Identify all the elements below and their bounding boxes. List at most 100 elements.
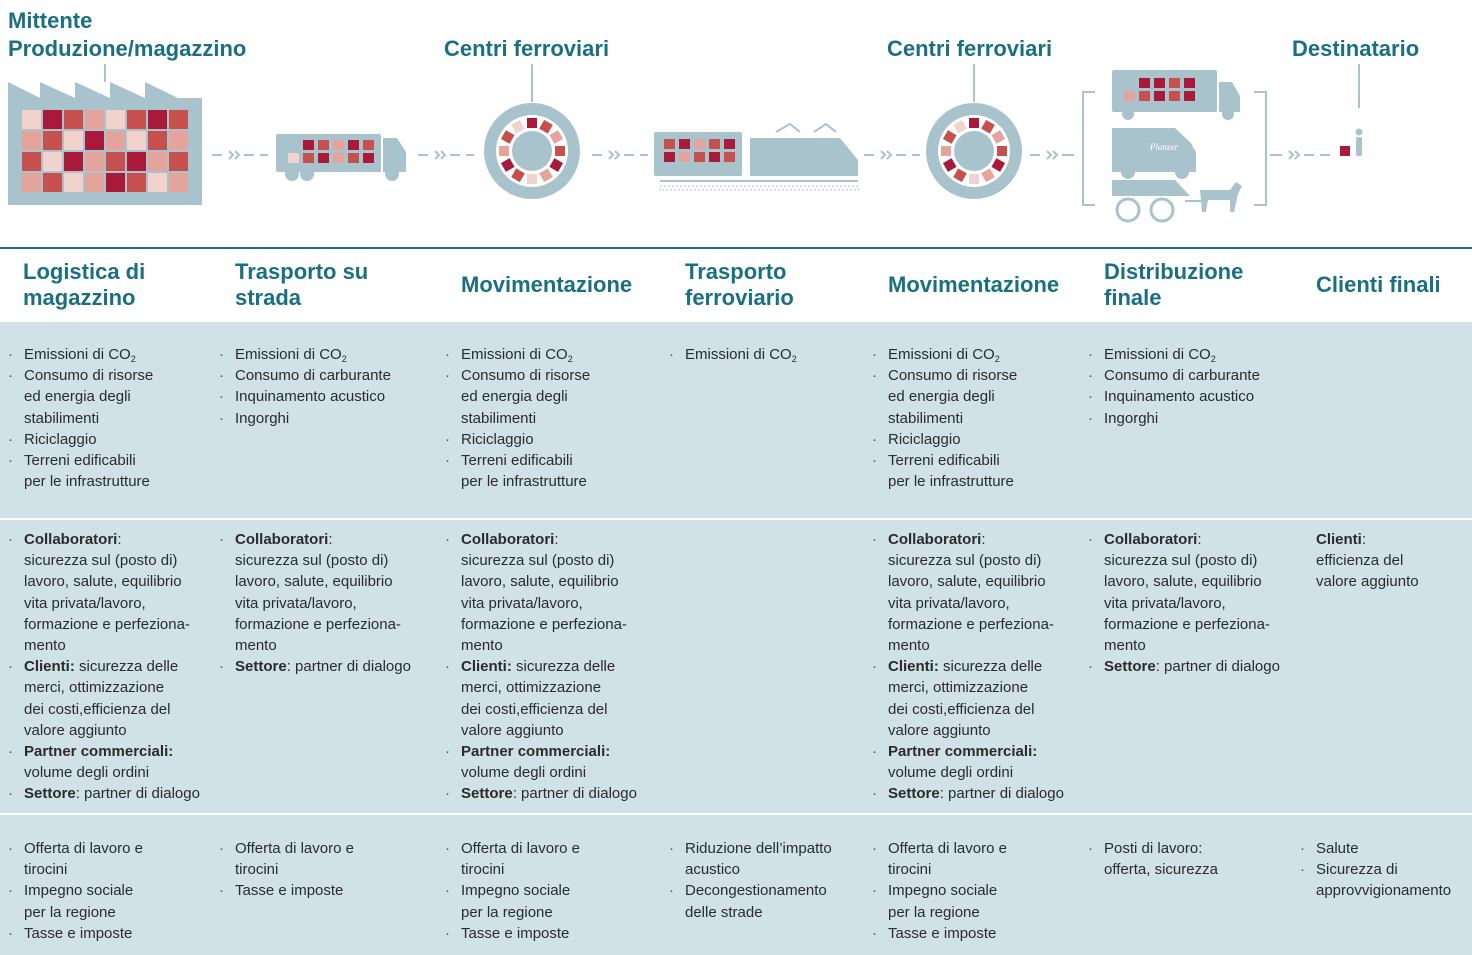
item-text: Offerta di lavoro e bbox=[888, 840, 1007, 857]
cargo-box bbox=[148, 110, 167, 129]
env-col-trasporto-ferroviario: Emissioni di CO2 bbox=[669, 344, 865, 365]
cargo-box bbox=[363, 140, 374, 150]
item-text: Terreni edificabili bbox=[24, 452, 136, 470]
cargo-box bbox=[127, 131, 146, 150]
list-item: Consumo di risorse bbox=[872, 365, 1083, 386]
soc-col-trasporto-ferroviario: Riduzione dell’impattoacusticoDecongesti… bbox=[669, 838, 880, 923]
list-item: Posti di lavoro: bbox=[1088, 838, 1299, 859]
list-item: formazione e perfeziona- bbox=[1104, 614, 1314, 635]
item-text: Impegno sociale bbox=[888, 882, 998, 900]
colon: : bbox=[328, 531, 333, 548]
cargo-box bbox=[527, 118, 537, 128]
item-text: offerta, sicurezza bbox=[1104, 861, 1218, 879]
item-text: Ingorghi bbox=[235, 409, 290, 427]
person-icon bbox=[1355, 128, 1363, 156]
cargo-box bbox=[64, 152, 83, 171]
item-text: formazione e perfeziona- bbox=[1104, 615, 1270, 633]
item-text: valore aggiunto bbox=[24, 721, 127, 739]
item-text: Posti di lavoro: bbox=[1104, 840, 1203, 857]
label-collaboratori: Collaboratori bbox=[24, 531, 118, 548]
co2-subscript: 2 bbox=[1210, 354, 1216, 364]
list-item: lavoro, salute, equilibrio bbox=[1104, 571, 1314, 592]
cargo-box bbox=[679, 139, 690, 149]
cargo-box bbox=[333, 153, 344, 163]
cargo-box bbox=[555, 146, 565, 156]
item-text: vita privata/lavoro, bbox=[235, 594, 357, 612]
env-col-trasporto-strada: Emissioni di CO2Consumo di carburanteInq… bbox=[219, 344, 445, 429]
list-item: stabilimenti bbox=[24, 408, 219, 429]
item-text: per la regione bbox=[888, 903, 980, 921]
item-text: tirocini bbox=[888, 861, 932, 879]
cargo-box bbox=[709, 152, 720, 162]
cargo-box bbox=[1169, 91, 1180, 101]
cargo-box bbox=[679, 152, 690, 162]
item-text: lavoro, salute, equilibrio bbox=[1104, 573, 1262, 591]
cargo-box bbox=[64, 173, 83, 192]
bullet-list: Posti di lavoro: offerta, sicurezza bbox=[1088, 838, 1299, 880]
list-item: vita privata/lavoro, bbox=[888, 593, 1088, 614]
van-icon bbox=[1112, 128, 1196, 179]
list-item: Sicurezza di bbox=[1300, 859, 1472, 880]
item-text: lavoro, salute, equilibrio bbox=[888, 573, 1046, 591]
connector-line bbox=[1358, 64, 1360, 108]
item-text: sicurezza delle bbox=[938, 658, 1043, 676]
item-text: vita privata/lavoro, bbox=[24, 594, 146, 612]
cargo-box bbox=[106, 131, 125, 150]
list-item-clienti: Clienti: sicurezza delle bbox=[872, 656, 1088, 677]
label-mittente: Mittente bbox=[8, 8, 93, 33]
cargo-box bbox=[724, 139, 735, 149]
item-text: Salute bbox=[1316, 840, 1359, 857]
cargo-box bbox=[64, 131, 83, 150]
cargo-box bbox=[1184, 78, 1195, 88]
item-text: valore aggiunto bbox=[461, 721, 564, 739]
label-settore: Settore bbox=[888, 785, 940, 803]
list-item: tirocini bbox=[24, 859, 219, 880]
list-item: per la regione bbox=[461, 902, 656, 923]
soc-col-logistica: Offerta di lavoro etirociniImpegno socia… bbox=[8, 838, 219, 944]
list-item: valore aggiunto bbox=[1316, 571, 1466, 592]
list-item: merci, ottimizzazione bbox=[888, 677, 1088, 698]
cargo-box bbox=[664, 139, 675, 149]
cargo-box bbox=[694, 139, 705, 149]
label-settore: Settore bbox=[24, 785, 76, 803]
list-item: lavoro, salute, equilibrio bbox=[24, 571, 219, 592]
item-text: Tasse e imposte bbox=[24, 924, 133, 942]
list-item: per le infrastrutture bbox=[888, 471, 1083, 492]
bullet-list: Collaboratori:sicurezza sul (posto di)la… bbox=[219, 529, 450, 678]
cargo-box bbox=[127, 152, 146, 171]
cargo-box bbox=[22, 152, 41, 171]
item-text: mento bbox=[24, 637, 66, 655]
list-item: volume degli ordini bbox=[888, 762, 1088, 783]
cargo-box bbox=[724, 152, 735, 162]
list-item: lavoro, salute, equilibrio bbox=[461, 571, 661, 592]
list-item: Offerta di lavoro e bbox=[445, 838, 656, 859]
list-item: Ingorghi bbox=[1088, 408, 1314, 429]
item-text: dei costi,efficienza del bbox=[461, 700, 608, 718]
list-item: valore aggiunto bbox=[461, 720, 661, 741]
list-item: volume degli ordini bbox=[461, 762, 661, 783]
cargo-box bbox=[1169, 78, 1180, 88]
cargo-box bbox=[500, 130, 515, 144]
colon: : bbox=[1361, 531, 1367, 548]
stake-col-trasporto-strada: Collaboratori:sicurezza sul (posto di)la… bbox=[219, 529, 450, 678]
item-text: Offerta di lavoro e bbox=[24, 840, 143, 857]
cargo-box bbox=[22, 173, 41, 192]
list-item: ed energia degli bbox=[888, 386, 1083, 407]
cargo-box bbox=[348, 153, 359, 163]
list-item: Offerta di lavoro e bbox=[872, 838, 1083, 859]
label-settore: Settore bbox=[235, 658, 287, 676]
list-item: Ingorghi bbox=[219, 408, 445, 429]
logistics-chain-illustration: Planzer bbox=[8, 64, 1363, 223]
list-item: ed energia degli bbox=[461, 386, 656, 407]
cargo-box bbox=[1184, 91, 1195, 101]
list-item: Tasse e imposte bbox=[872, 923, 1083, 944]
item-text: per le infrastrutture bbox=[888, 473, 1014, 491]
list-item: stabilimenti bbox=[461, 408, 656, 429]
item-text: volume degli ordini bbox=[24, 764, 150, 782]
item-text: stabilimenti bbox=[461, 409, 537, 427]
cargo-box bbox=[694, 152, 705, 162]
list-item: Consumo di risorse bbox=[8, 365, 219, 386]
connector-line bbox=[104, 64, 106, 82]
list-item: volume degli ordini bbox=[24, 762, 219, 783]
cargo-box bbox=[43, 152, 62, 171]
